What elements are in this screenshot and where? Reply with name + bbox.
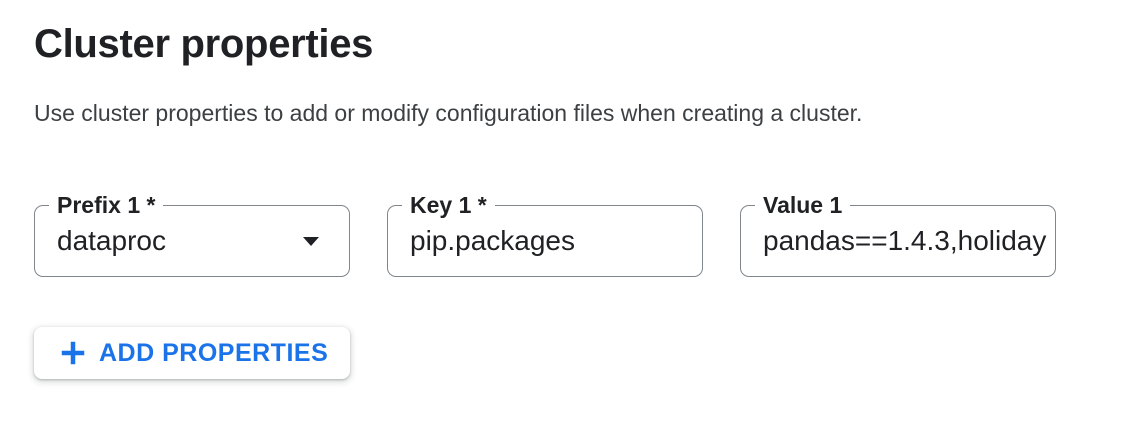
value-input[interactable]: Value 1 pandas==1.4.3,holiday (740, 193, 1056, 278)
key-input-label: Key 1 * (402, 193, 495, 218)
page-title: Cluster properties (34, 22, 374, 66)
value-input-label: Value 1 (755, 193, 851, 218)
prefix-select[interactable]: Prefix 1 * dataproc (34, 193, 350, 278)
add-properties-label: ADD PROPERTIES (99, 338, 329, 367)
plus-icon (58, 338, 88, 368)
add-properties-button[interactable]: ADD PROPERTIES (34, 327, 351, 380)
dropdown-arrow-icon (303, 236, 319, 246)
key-input-value: pip.packages (410, 225, 576, 257)
property-row: Prefix 1 * dataproc Key 1 * pip.packages… (34, 193, 1088, 278)
page-description: Use cluster properties to add or modify … (34, 100, 863, 126)
prefix-select-value: dataproc (57, 225, 166, 257)
value-input-value: pandas==1.4.3,holiday (763, 225, 1047, 257)
key-input[interactable]: Key 1 * pip.packages (387, 193, 703, 278)
prefix-select-label: Prefix 1 * (49, 193, 164, 218)
cluster-properties-section: Cluster properties Use cluster propertie… (34, 22, 1088, 380)
